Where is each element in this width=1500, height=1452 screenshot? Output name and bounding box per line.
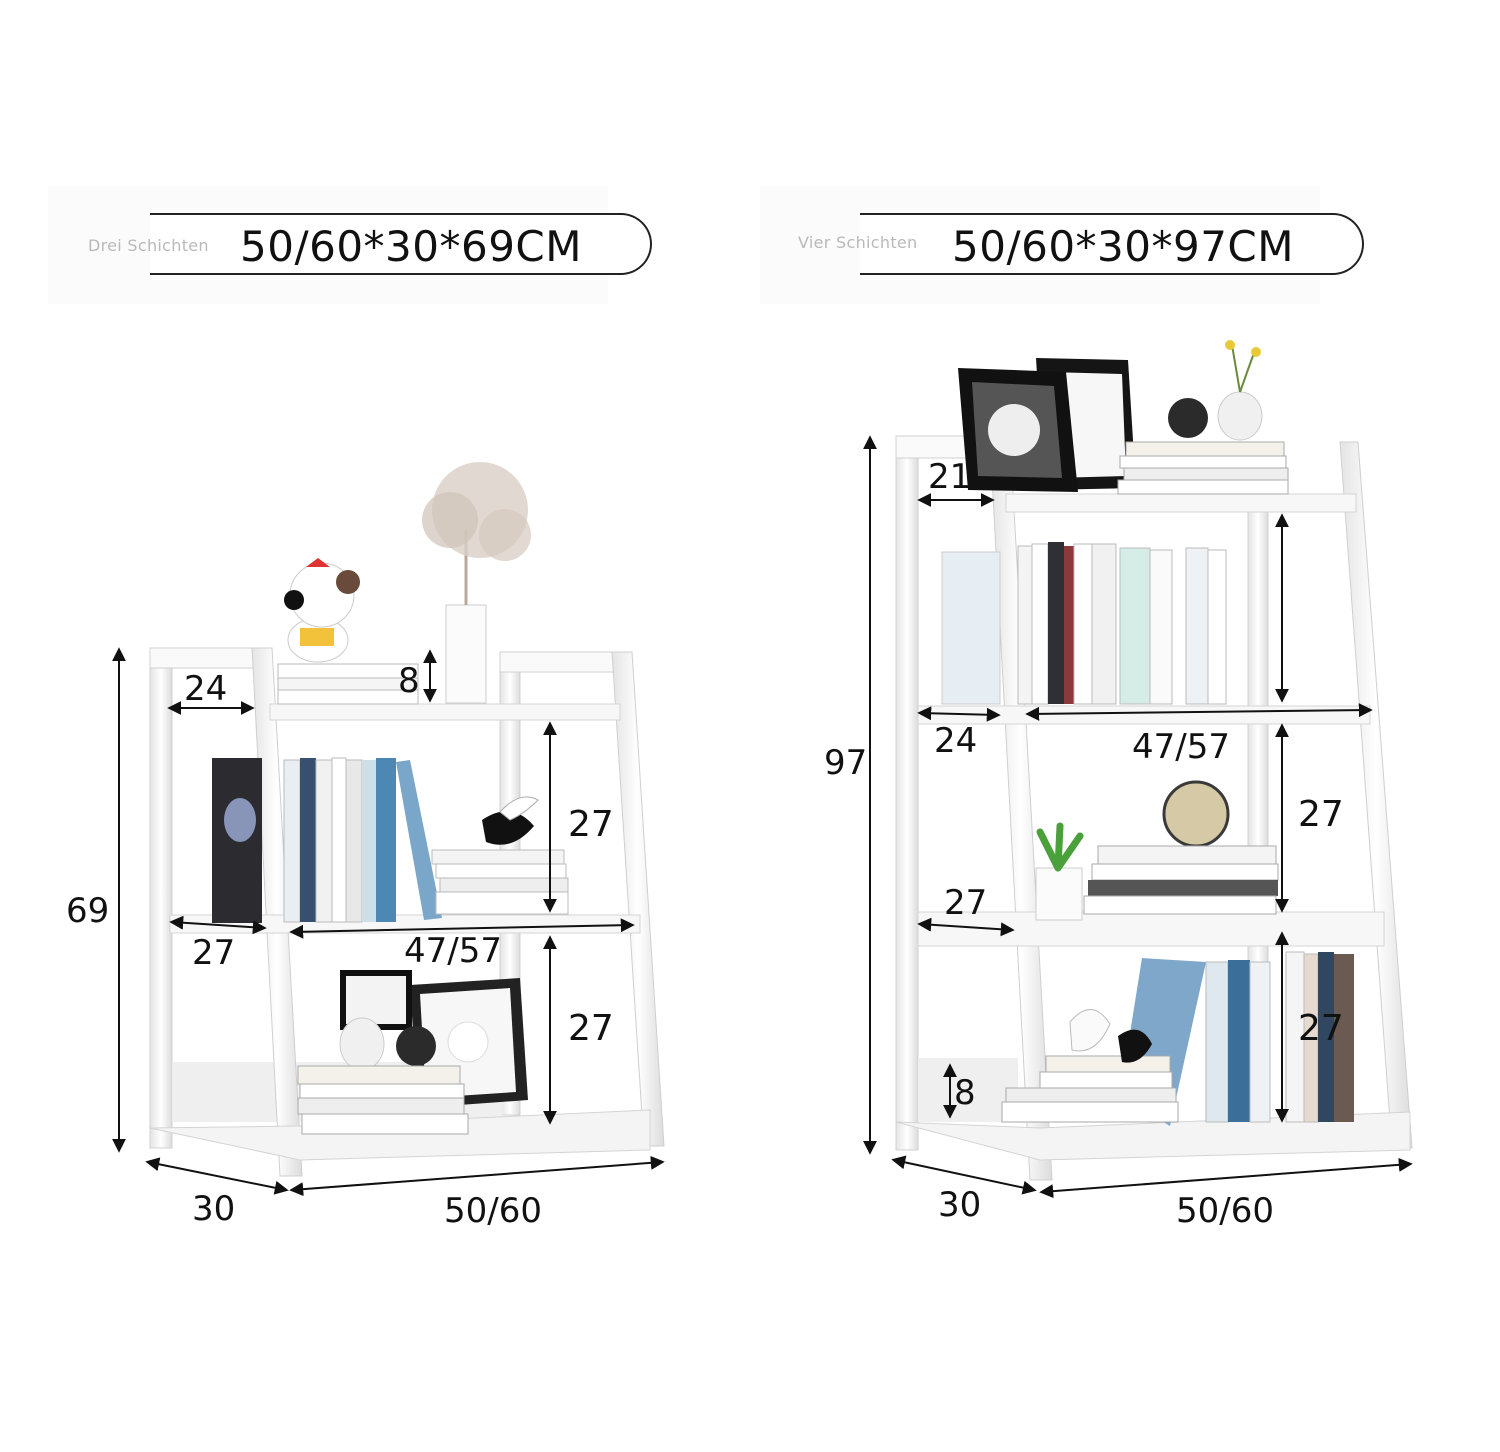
label-shelf-gap2-three: 27 <box>568 1008 614 1049</box>
label-shelf-gap1-four: 27 <box>1298 794 1344 835</box>
label-shelf-gap2-four: 27 <box>1298 1008 1344 1049</box>
picture-frames-top <box>958 358 1136 492</box>
lucky-cat-figurine <box>284 558 360 663</box>
label-mid-depth-four: 27 <box>944 883 987 923</box>
shelf-four-tier: 97 21 24 47/57 27 27 27 8 30 50/60 <box>824 340 1413 1231</box>
label-bottom-gap-four: 8 <box>954 1073 976 1113</box>
label-upper-depth-four: 24 <box>934 721 977 761</box>
label-shelf-width-three: 47/57 <box>404 931 502 971</box>
label-height-three: 69 <box>66 891 109 931</box>
label-top-gap-three: 8 <box>398 661 420 701</box>
label-mid-depth-three: 27 <box>192 933 235 973</box>
label-depth-four: 30 <box>938 1185 981 1225</box>
label-shelf-width-four: 47/57 <box>1132 727 1230 767</box>
variant-label-four-tier: Vier Schichten <box>798 233 918 252</box>
books-middle-left <box>212 757 442 923</box>
label-height-four: 97 <box>824 743 867 783</box>
shelf-three-tier: 69 24 8 27 27 27 47/57 30 50/60 <box>66 462 665 1231</box>
vase-with-dried-flowers <box>422 462 531 704</box>
label-shelf-gap1-three: 27 <box>568 804 614 845</box>
dimension-pill-right <box>860 213 1364 275</box>
label-top-depth-three: 24 <box>184 669 227 709</box>
dimensions-three-tier: 50/60*30*69CM <box>240 222 582 271</box>
books-upper-right <box>941 542 1227 705</box>
variant-label-three-tier: Drei Schichten <box>88 236 209 255</box>
label-top-depth-four: 21 <box>928 457 971 497</box>
label-width-four: 50/60 <box>1176 1191 1274 1231</box>
label-depth-three: 30 <box>192 1189 235 1229</box>
dimensions-four-tier: 50/60*30*97CM <box>952 222 1294 271</box>
label-width-three: 50/60 <box>444 1191 542 1231</box>
dimension-pill-left <box>150 213 652 275</box>
